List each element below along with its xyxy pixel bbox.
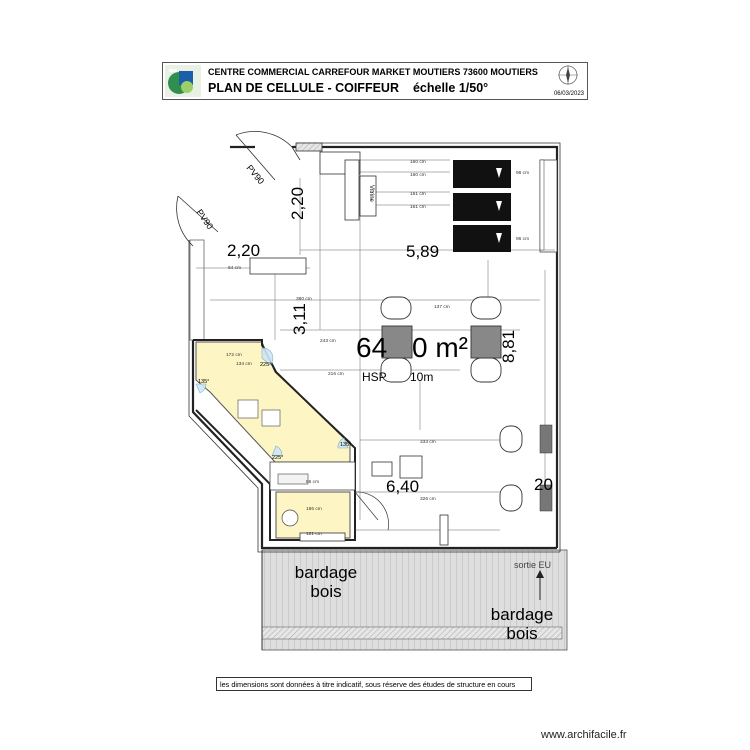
hsp-value: 10m xyxy=(410,370,433,384)
door-pv90-top xyxy=(235,131,293,181)
cm-label: 64 cm xyxy=(228,265,241,271)
cm-label: 161 cm xyxy=(410,191,426,197)
cm-label: 160 cm xyxy=(410,159,426,165)
vitrine-label: Vitrine xyxy=(368,185,374,203)
footer-link[interactable]: www.archifacile.fr xyxy=(541,729,627,741)
cm-label: 86 cm xyxy=(306,479,319,485)
dim-20: 20 xyxy=(534,475,553,494)
cm-label: 333 cm xyxy=(420,439,436,445)
angle-label-3: 225° xyxy=(272,455,283,461)
plan-title-text: PLAN DE CELLULE - COIFFEUR xyxy=(208,81,399,95)
dim-2-20-vertical: 2,20 xyxy=(288,187,307,220)
dim-8-81: 8,81 xyxy=(499,330,518,363)
title-block: CENTRE COMMERCIAL CARREFOUR MARKET MOUTI… xyxy=(162,62,588,100)
cm-annotations: 160 cm 160 cm 161 cm 161 cm 64 cm 380 cm… xyxy=(226,159,529,537)
plan-title: PLAN DE CELLULE - COIFFEUR échelle 1/50° xyxy=(208,81,488,95)
angle-label-2: 135° xyxy=(198,379,209,385)
bardage-right-line1: bardage xyxy=(491,605,553,624)
bardage-right-line2: bois xyxy=(506,624,537,643)
cm-label: 172 cm xyxy=(226,352,242,358)
mirrors xyxy=(539,159,553,512)
cm-label: 380 cm xyxy=(296,296,312,302)
company-logo xyxy=(165,65,201,97)
furniture xyxy=(249,151,449,546)
bardage-left-line2: bois xyxy=(310,582,341,601)
door-pv90-left xyxy=(176,195,219,247)
wc-door xyxy=(354,491,389,531)
angle-markers xyxy=(195,347,349,457)
cm-label: 186 cm xyxy=(306,506,322,512)
cm-label: 134 cm xyxy=(236,361,252,367)
disclaimer-note: les dimensions sont données à titre indi… xyxy=(216,677,532,691)
cm-label: 98 cm xyxy=(516,170,529,176)
cm-label: 121 cm xyxy=(306,531,322,537)
dim-2-20-horizontal: 2,20 xyxy=(227,241,260,260)
cm-label: 137 cm xyxy=(434,304,450,310)
hsp-label: HSP xyxy=(362,370,387,384)
wash-stations xyxy=(453,160,511,252)
plan-scale: échelle 1/50° xyxy=(412,81,489,95)
bardage-left-line1: bardage xyxy=(295,563,357,582)
dim-6-40: 6,40 xyxy=(386,477,419,496)
styling-chairs xyxy=(380,296,523,512)
dim-3-11: 3,11 xyxy=(290,303,309,335)
area-prefix: 64 xyxy=(356,332,387,363)
sortie-eu-arrow xyxy=(536,570,544,600)
compass-icon xyxy=(558,65,578,85)
cm-label: 216 cm xyxy=(328,371,344,377)
outer-walls xyxy=(191,145,559,550)
sortie-eu-label: sortie EU xyxy=(514,560,551,570)
bathroom-zone xyxy=(193,339,356,541)
plan-date: 06/03/2023 xyxy=(553,91,584,97)
cm-label: 160 cm xyxy=(410,172,426,178)
angle-label-1: 225° xyxy=(260,362,271,368)
dim-5-89: 5,89 xyxy=(406,242,439,261)
cm-label: 326 cm xyxy=(420,496,436,502)
door-label-left: PV90 xyxy=(194,207,215,231)
project-line: CENTRE COMMERCIAL CARREFOUR MARKET MOUTI… xyxy=(208,67,538,77)
cm-label: 96 cm xyxy=(516,236,529,242)
angle-label-4: 135° xyxy=(340,442,351,448)
cm-label: 161 cm xyxy=(410,204,426,210)
area-suffix: 0 m² xyxy=(412,332,468,363)
cm-label: 243 cm xyxy=(320,338,336,344)
